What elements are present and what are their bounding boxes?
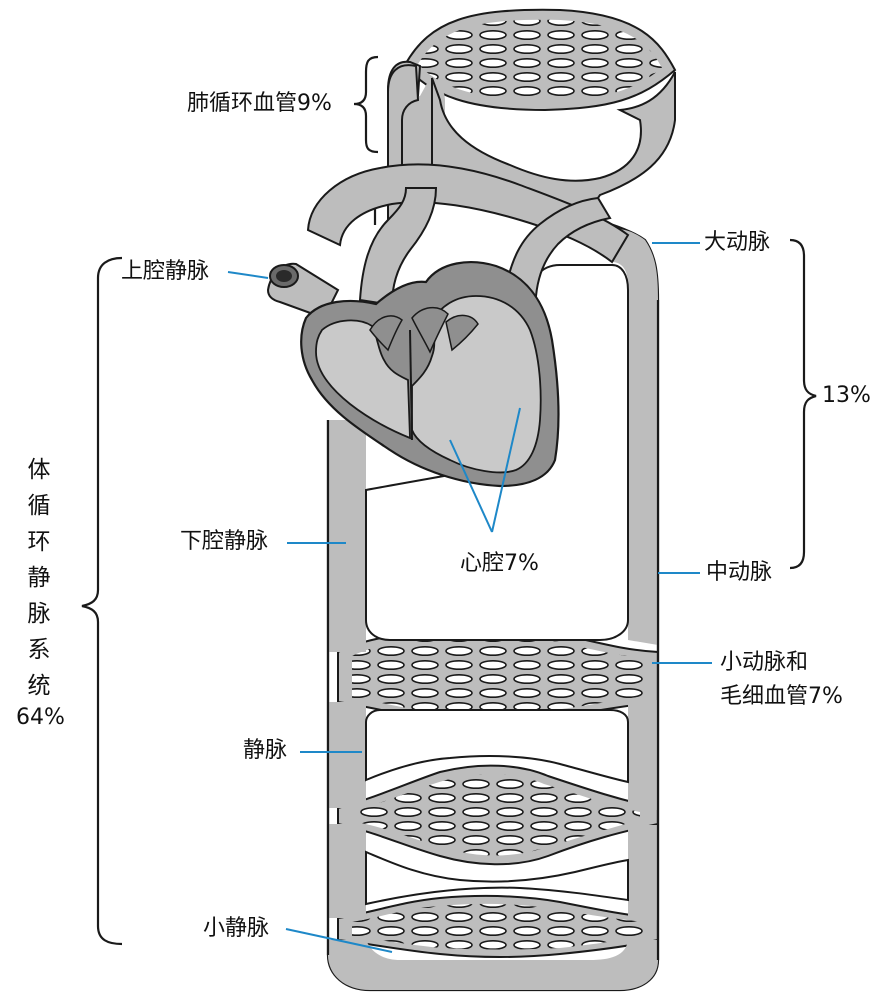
label-venule: 小静脉 [203,916,270,941]
leader-heart-chamber-1 [449,439,493,533]
label-inferior-vena-cava: 下腔静脉 [180,529,269,554]
leader-superior-vena-cava [227,271,269,279]
label-superior-vena-cava: 上腔静脉 [121,259,210,284]
systemic-char: 环 [27,529,51,555]
leader-lines [227,242,712,953]
arteriole-capillary-bed [337,622,659,728]
leader-venule [285,928,393,953]
label-arteriole-line2: 毛细血管7% [720,684,843,709]
heart [300,261,560,488]
systemic-char: 系 [27,637,51,663]
systemic-char: 脉 [27,601,51,627]
systemic-char: 体 [27,457,51,483]
superior-vena-cava-vessel [266,262,340,320]
pulmonary-vessel-loop [306,60,676,307]
systemic-char: 循 [27,493,51,519]
label-pulmonary: 肺循环血管9% [187,91,332,116]
vein-capillary-bed [337,764,659,866]
pulmonary-capillary-bed [403,8,677,112]
leader-heart-chamber-2 [491,407,521,533]
label-large-artery-pct: 13% [822,383,871,408]
brace-systemic-venous [81,256,123,946]
venule-capillary-bed [337,894,659,958]
label-medium-artery: 中动脉 [706,560,773,585]
systemic-char: 静 [27,565,51,591]
brace-pulmonary [353,55,379,154]
label-systemic-pct: 64% [16,705,65,730]
brace-large-artery [789,238,817,570]
label-arteriole-line1: 小动脉和 [720,650,809,675]
systemic-char: 统 [27,673,51,699]
label-aorta: 大动脉 [704,230,771,255]
label-systemic-venous-system: 体 循 环 静 脉 系 统 [24,452,54,704]
systemic-vessel-loop [326,172,660,992]
label-vein: 静脉 [243,738,288,763]
label-heart-chamber: 心腔7% [460,551,539,576]
braces [81,55,817,946]
